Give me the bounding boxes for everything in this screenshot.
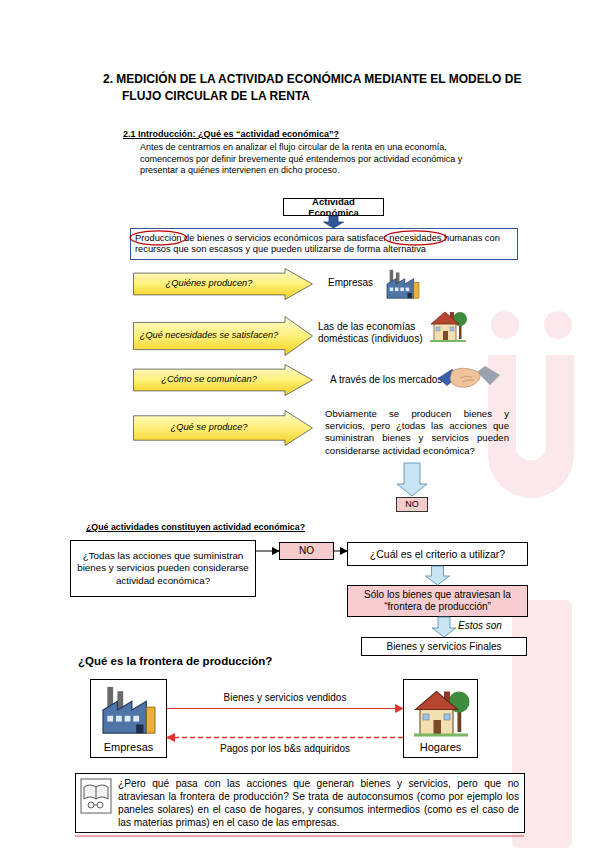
edge-label: Pagos por los b&s adquiridos xyxy=(220,743,350,755)
node-text: Producción de bienes o servicios económi… xyxy=(135,233,513,255)
section-question: ¿Qué es la frontera de producción? xyxy=(78,655,272,669)
definition-box: Producción de bienes o servicios económi… xyxy=(130,228,518,260)
agent-box: Empresas xyxy=(90,679,167,758)
node-text: ¿Qué se produce? xyxy=(133,410,285,446)
factory-icon xyxy=(387,270,419,298)
node-text: ¿Pero qué pasa con las acciones que gene… xyxy=(118,777,519,829)
arrow-shape xyxy=(134,269,313,300)
book-icon xyxy=(84,785,108,799)
answer-text: Las de las economías domésticas (individ… xyxy=(318,321,433,345)
handshake-icon xyxy=(438,366,500,387)
node-text: NO xyxy=(283,545,330,557)
question-arrow: ¿Qué necesidades se satisfacen? xyxy=(133,316,313,356)
flow-arrow xyxy=(334,551,347,552)
node-text: ¿Cuál es el criterio a utilizar? xyxy=(351,548,524,561)
answer-text: Empresas xyxy=(328,277,373,289)
house-icon xyxy=(430,312,467,342)
node-text: NO xyxy=(397,499,427,510)
question-arrow: ¿Qué se produce? xyxy=(133,410,313,446)
answer-box: NO xyxy=(396,497,428,512)
node-text: ¿Quiénes producen? xyxy=(133,268,285,300)
flow-arrow xyxy=(167,737,403,739)
handshake-icon xyxy=(477,366,500,385)
flow-arrow xyxy=(167,708,403,709)
flow-arrow xyxy=(256,551,279,552)
section-heading: 2.1 Introducción: ¿Qué es “actividad eco… xyxy=(123,129,543,140)
book-icon xyxy=(96,787,97,799)
block-arrow xyxy=(432,617,456,637)
node-text: Actividad Económica xyxy=(287,196,380,219)
question-arrow: ¿Cómo se comunican? xyxy=(133,364,313,396)
edge-label: Estos son xyxy=(458,620,502,632)
book-icon xyxy=(97,802,103,808)
book-icon xyxy=(88,802,94,808)
node-text: Bienes y servicios Finales xyxy=(365,641,523,653)
house-icon xyxy=(414,692,470,737)
note-box: ¿Pero qué pasa con las acciones que gene… xyxy=(75,773,525,833)
section-question: ¿Qué actividades constituyen actividad e… xyxy=(86,522,305,533)
question-box: ¿Cuál es el criterio a utilizar? xyxy=(347,542,528,566)
node-text: Sólo los bienes que atraviesan la “front… xyxy=(351,589,524,613)
agent-box: Hogares xyxy=(403,679,478,758)
book-icon xyxy=(81,779,111,813)
factory-icon xyxy=(103,687,155,733)
footer-rule xyxy=(75,836,524,837)
node-text: ¿Qué necesidades se satisfacen? xyxy=(133,316,285,356)
arrow-shape xyxy=(134,365,313,396)
node-text: ¿Todas las acciones que suministran bien… xyxy=(74,550,252,588)
arrow-shape xyxy=(134,317,313,356)
watermark-logo xyxy=(488,311,574,848)
answer-text: A través de los mercados xyxy=(330,374,442,386)
answer-box: NO xyxy=(279,542,334,560)
concept-box: Actividad Económica xyxy=(283,198,384,216)
question-box: ¿Todas las acciones que suministran bien… xyxy=(70,540,256,597)
watermark-logo xyxy=(491,311,519,339)
criterion-box: Sólo los bienes que atraviesan la “front… xyxy=(347,585,528,617)
down-arrow xyxy=(397,463,427,496)
handshake-icon xyxy=(438,369,460,386)
highlight-circle xyxy=(130,231,187,245)
node-text: ¿Cómo se comunican? xyxy=(133,364,285,396)
handshake-icon xyxy=(450,368,480,387)
book-icon xyxy=(81,779,111,813)
node-text: Empresas xyxy=(91,741,166,754)
arrow-shape xyxy=(134,411,313,446)
result-box: Bienes y servicios Finales xyxy=(361,637,527,656)
block-arrow xyxy=(324,216,344,228)
question-arrow: ¿Quiénes producen? xyxy=(133,268,313,300)
watermark-logo xyxy=(544,311,572,339)
answer-text: Obviamente se producen bienes y servicio… xyxy=(325,408,509,457)
edge-label: Bienes y servicios vendidos xyxy=(224,692,347,704)
block-arrow xyxy=(426,566,450,585)
book-icon xyxy=(94,805,97,806)
highlight-circle xyxy=(384,231,446,245)
intro-paragraph: Antes de centrarnos en analizar el flujo… xyxy=(140,142,495,177)
page-heading: 2. MEDICIÓN DE LA ACTIVIDAD ECONÓMICA ME… xyxy=(103,71,542,105)
handshake-icon xyxy=(460,376,474,382)
node-text: Hogares xyxy=(404,741,477,754)
